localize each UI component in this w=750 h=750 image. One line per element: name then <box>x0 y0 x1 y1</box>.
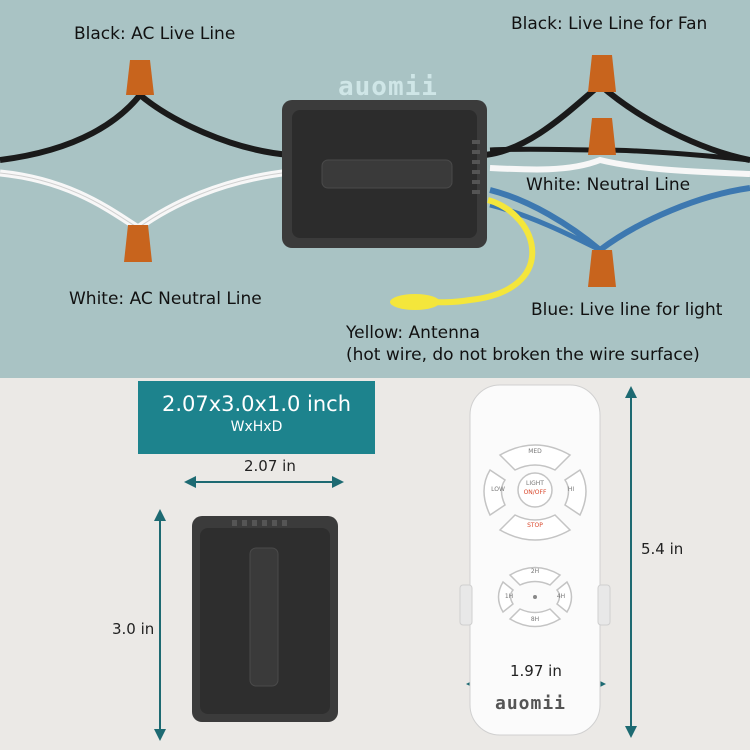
btn-low-label: LOW <box>491 486 505 493</box>
label-black-fan: Black: Live Line for Fan <box>511 14 708 34</box>
connector-blue-right <box>588 250 616 287</box>
remote-clip-right <box>597 584 611 626</box>
remote-height-label: 5.4 in <box>641 540 684 558</box>
btn-hi-label: HI <box>567 486 575 493</box>
label-white-neutral: White: Neutral Line <box>526 175 691 195</box>
white-neutral-wire <box>489 156 750 177</box>
btn-light-shape <box>517 472 553 508</box>
remote-body <box>469 384 601 736</box>
btn-stop-shape <box>498 514 572 541</box>
receiver-width-label: 2.07 in <box>244 457 296 475</box>
label-blue-light: Blue: Live line for light <box>531 300 723 320</box>
remote-brand-logo: auomii <box>495 693 567 714</box>
btn-med-label: MED <box>528 448 542 455</box>
btn-low-shape <box>483 468 507 517</box>
btn-hi-shape <box>563 468 587 517</box>
btn-onoff-label: ON/OFF <box>523 489 547 496</box>
btn-light-label: LIGHT <box>526 480 544 487</box>
receiver-terminals <box>472 140 480 194</box>
receiver-front-terminals <box>232 520 287 526</box>
btn-4h-label: 4H <box>556 593 566 600</box>
receiver-height-label: 3.0 in <box>112 620 155 638</box>
btn-stop-label: STOP <box>527 522 543 529</box>
btn-med-shape <box>498 444 572 471</box>
connector-black-right <box>588 55 616 92</box>
spec-box: 2.07x3.0x1.0 inch WxHxD <box>138 381 375 454</box>
wire-connectors <box>124 55 616 287</box>
label-yellow-antenna: Yellow: Antenna <box>346 323 481 343</box>
wiring-illustration <box>0 55 750 310</box>
label-black-ac-live: Black: AC Live Line <box>74 24 236 44</box>
connector-black-left <box>126 60 154 95</box>
connector-white-left <box>124 225 152 262</box>
connector-black-right-2 <box>588 118 616 155</box>
spec-order: WxHxD <box>230 419 283 435</box>
remote-clip-left <box>459 584 473 626</box>
label-yellow-antenna-note: (hot wire, do not broken the wire surfac… <box>346 345 700 365</box>
receiver-front-label-plate <box>249 547 279 687</box>
remote-main-pad <box>483 444 587 541</box>
spec-size: 2.07x3.0x1.0 inch <box>161 392 352 416</box>
btn-8h-label: 8H <box>530 616 540 623</box>
antenna-tip <box>390 294 440 310</box>
receiver-label-plate <box>321 159 453 189</box>
btn-1h-label: 1H <box>504 593 514 600</box>
brand-logo-top: auomii <box>338 72 438 102</box>
remote-timer-pad <box>497 566 573 628</box>
blue-light-wire <box>489 185 750 254</box>
label-white-ac-neutral: White: AC Neutral Line <box>69 289 262 309</box>
btn-2h-label: 2H <box>530 568 540 575</box>
remote-width-label: 1.97 in <box>510 662 562 680</box>
